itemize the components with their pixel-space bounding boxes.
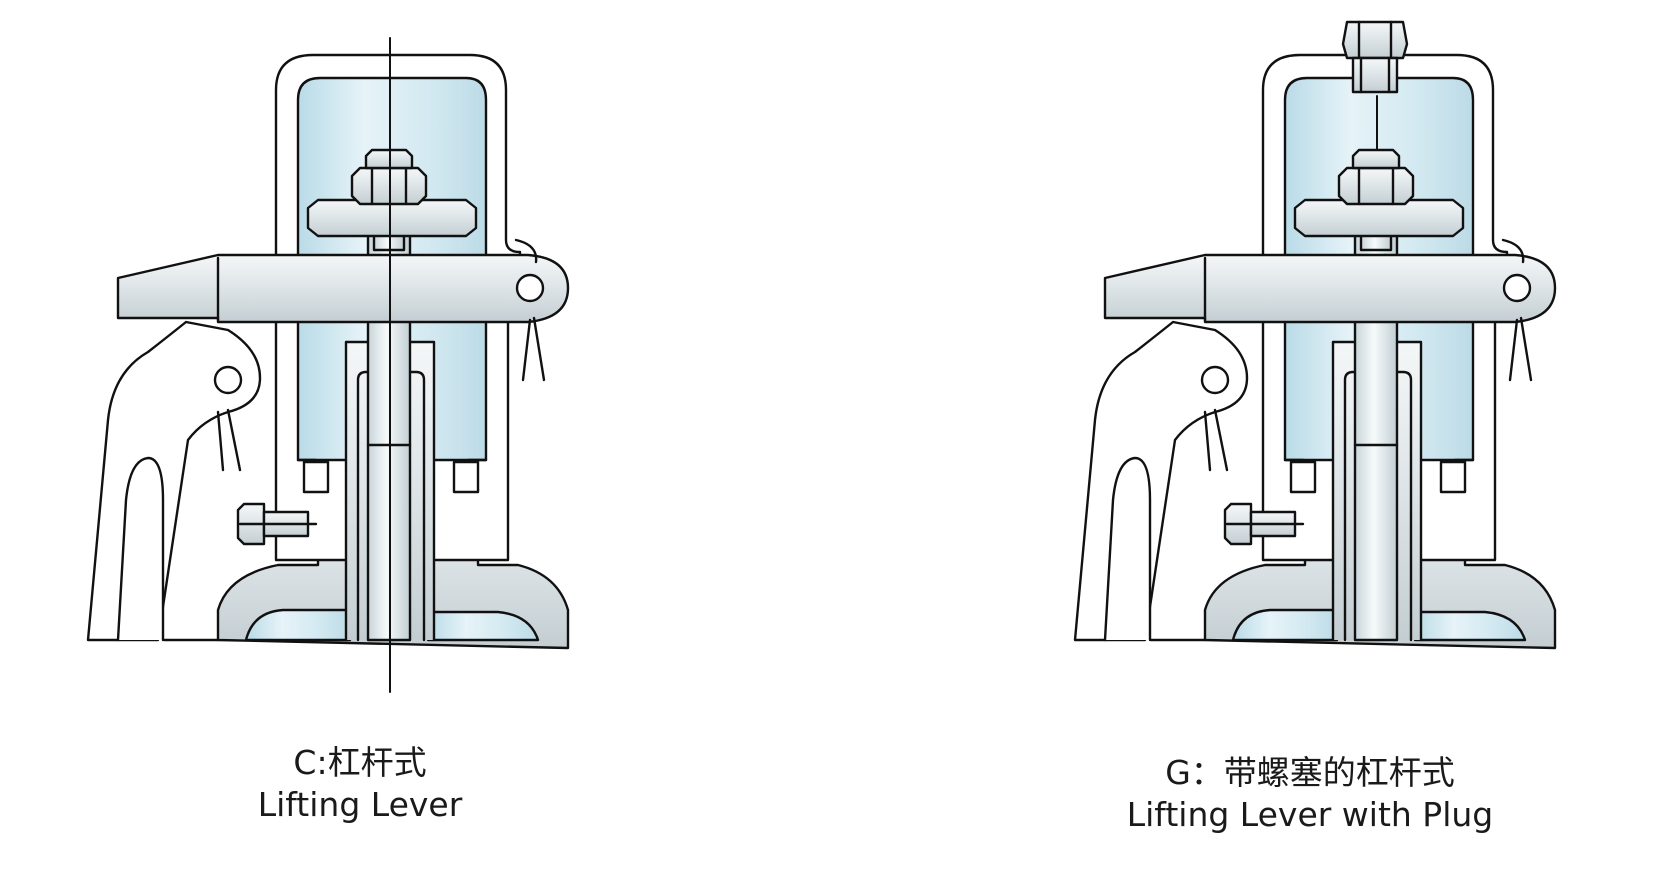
figure-lifting-lever (86, 37, 570, 693)
caption-lifting-lever-with-plug: G：带螺塞的杠杆式 Lifting Lever with Plug (1080, 752, 1540, 836)
caption-en: Lifting Lever (257, 785, 463, 824)
figure-lifting-lever-with-plug (1073, 20, 1557, 650)
caption-cn: G：带螺塞的杠杆式 (1165, 753, 1455, 792)
caption-cn: C:杠杆式 (293, 743, 427, 782)
plug (1341, 20, 1409, 94)
caption-lifting-lever: C:杠杆式 Lifting Lever (160, 742, 560, 826)
caption-en: Lifting Lever with Plug (1126, 795, 1494, 834)
